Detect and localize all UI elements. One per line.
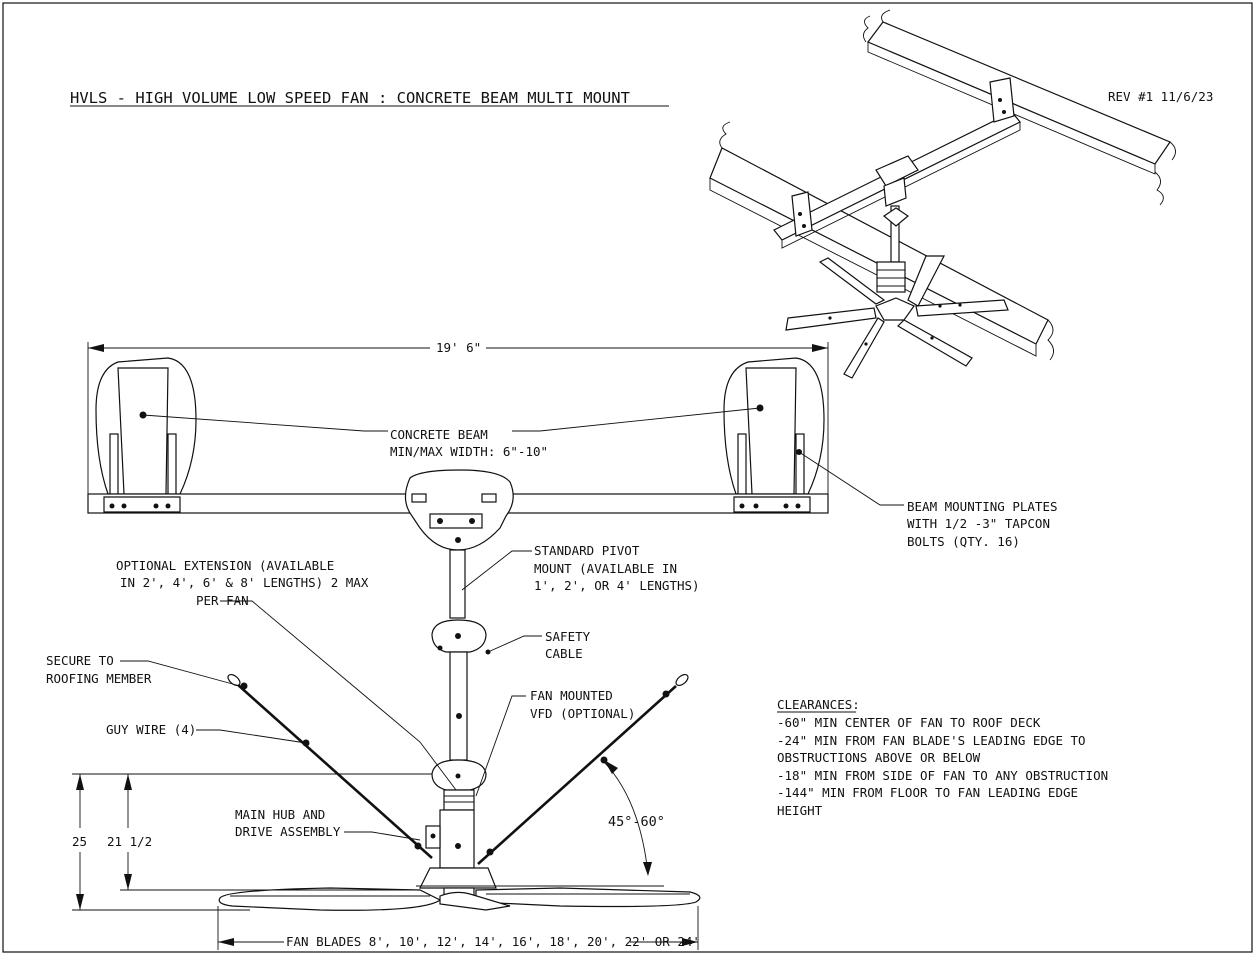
- fan-blade-dimension: [217, 906, 699, 950]
- svg-text:DRIVE ASSEMBLY: DRIVE ASSEMBLY: [235, 824, 341, 839]
- angle-label: 45°-60°: [608, 814, 665, 830]
- callout-main-hub: MAIN HUB AND DRIVE ASSEMBLY: [235, 807, 341, 839]
- isometric-view: [709, 9, 1176, 379]
- callout-optional-extension: OPTIONAL EXTENSION (AVAILABLE IN 2', 4',…: [116, 558, 369, 608]
- svg-text:OPTIONAL EXTENSION (AVAILABLE: OPTIONAL EXTENSION (AVAILABLE: [116, 558, 334, 573]
- clearances-heading: CLEARANCES:: [777, 697, 860, 712]
- concrete-beam-right: [723, 357, 825, 495]
- svg-text:-60" MIN CENTER OF FAN TO ROOF: -60" MIN CENTER OF FAN TO ROOF DECK: [777, 715, 1041, 730]
- svg-text:MOUNT (AVAILABLE IN: MOUNT (AVAILABLE IN: [534, 561, 677, 576]
- svg-text:VFD (OPTIONAL): VFD (OPTIONAL): [530, 706, 635, 721]
- guy-wires: [227, 673, 689, 865]
- svg-text:1', 2', OR 4' LENGTHS): 1', 2', OR 4' LENGTHS): [534, 578, 700, 593]
- svg-text:STANDARD PIVOT: STANDARD PIVOT: [534, 543, 640, 558]
- height-outer-label: 25: [72, 834, 87, 849]
- svg-text:-24" MIN FROM FAN BLADE'S LEAD: -24" MIN FROM FAN BLADE'S LEADING EDGE T…: [777, 733, 1086, 748]
- svg-text:SAFETY: SAFETY: [545, 629, 591, 644]
- clearances-notes: CLEARANCES: -60" MIN CENTER OF FAN TO RO…: [777, 697, 1108, 818]
- svg-text:CABLE: CABLE: [545, 646, 583, 661]
- svg-text:-18" MIN FROM SIDE OF FAN TO A: -18" MIN FROM SIDE OF FAN TO ANY OBSTRUC…: [777, 768, 1108, 783]
- callout-guy-wire: GUY WIRE (4): [106, 722, 196, 737]
- svg-text:HEIGHT: HEIGHT: [777, 803, 823, 818]
- svg-text:ROOFING MEMBER: ROOFING MEMBER: [46, 671, 152, 686]
- drawing-title: HVLS - HIGH VOLUME LOW SPEED FAN : CONCR…: [70, 89, 630, 107]
- svg-text:CONCRETE BEAM: CONCRETE BEAM: [390, 427, 488, 442]
- overall-width-dimension: [87, 342, 829, 500]
- svg-text:BEAM MOUNTING PLATES: BEAM MOUNTING PLATES: [907, 499, 1058, 514]
- svg-text:SECURE TO: SECURE TO: [46, 653, 114, 668]
- svg-text:IN 2', 4', 6' & 8' LENGTHS) 2: IN 2', 4', 6' & 8' LENGTHS) 2 MAX: [120, 575, 369, 590]
- height-dimensions: [72, 773, 432, 911]
- svg-text:PER FAN: PER FAN: [196, 593, 249, 608]
- callout-concrete-beam: CONCRETE BEAM MIN/MAX WIDTH: 6"-10": [390, 427, 548, 459]
- angle-dimension: [416, 760, 664, 887]
- svg-text:-144" MIN FROM FLOOR TO FAN LE: -144" MIN FROM FLOOR TO FAN LEADING EDGE: [777, 785, 1078, 800]
- svg-text:BOLTS (QTY. 16): BOLTS (QTY. 16): [907, 534, 1020, 549]
- pivot-mount-assembly: [404, 469, 514, 899]
- callout-secure: SECURE TO ROOFING MEMBER: [46, 653, 152, 686]
- callout-vfd: FAN MOUNTED VFD (OPTIONAL): [530, 688, 635, 721]
- svg-text:MAIN HUB AND: MAIN HUB AND: [235, 807, 325, 822]
- callout-beam-plates: BEAM MOUNTING PLATES WITH 1/2 -3" TAPCON…: [907, 499, 1058, 549]
- svg-text:MIN/MAX WIDTH: 6"-10": MIN/MAX WIDTH: 6"-10": [390, 444, 548, 459]
- svg-text:FAN MOUNTED: FAN MOUNTED: [530, 688, 613, 703]
- callout-safety-cable: SAFETY CABLE: [545, 629, 591, 661]
- callout-pivot-mount: STANDARD PIVOT MOUNT (AVAILABLE IN 1', 2…: [534, 543, 700, 593]
- leader-lines: [120, 407, 904, 841]
- fan-blades: [218, 887, 701, 911]
- svg-text:WITH 1/2 -3" TAPCON: WITH 1/2 -3" TAPCON: [907, 516, 1050, 531]
- svg-text:GUY WIRE (4): GUY WIRE (4): [106, 722, 196, 737]
- concrete-beam-left: [95, 357, 197, 495]
- svg-text:OBSTRUCTIONS ABOVE OR BELOW: OBSTRUCTIONS ABOVE OR BELOW: [777, 750, 981, 765]
- revision-label: REV #1 11/6/23: [1108, 89, 1213, 104]
- fan-blade-dimension-label: FAN BLADES 8', 10', 12', 14', 16', 18', …: [286, 934, 700, 949]
- overall-width-label: 19' 6": [436, 340, 481, 355]
- height-inner-label: 21 1/2: [107, 834, 152, 849]
